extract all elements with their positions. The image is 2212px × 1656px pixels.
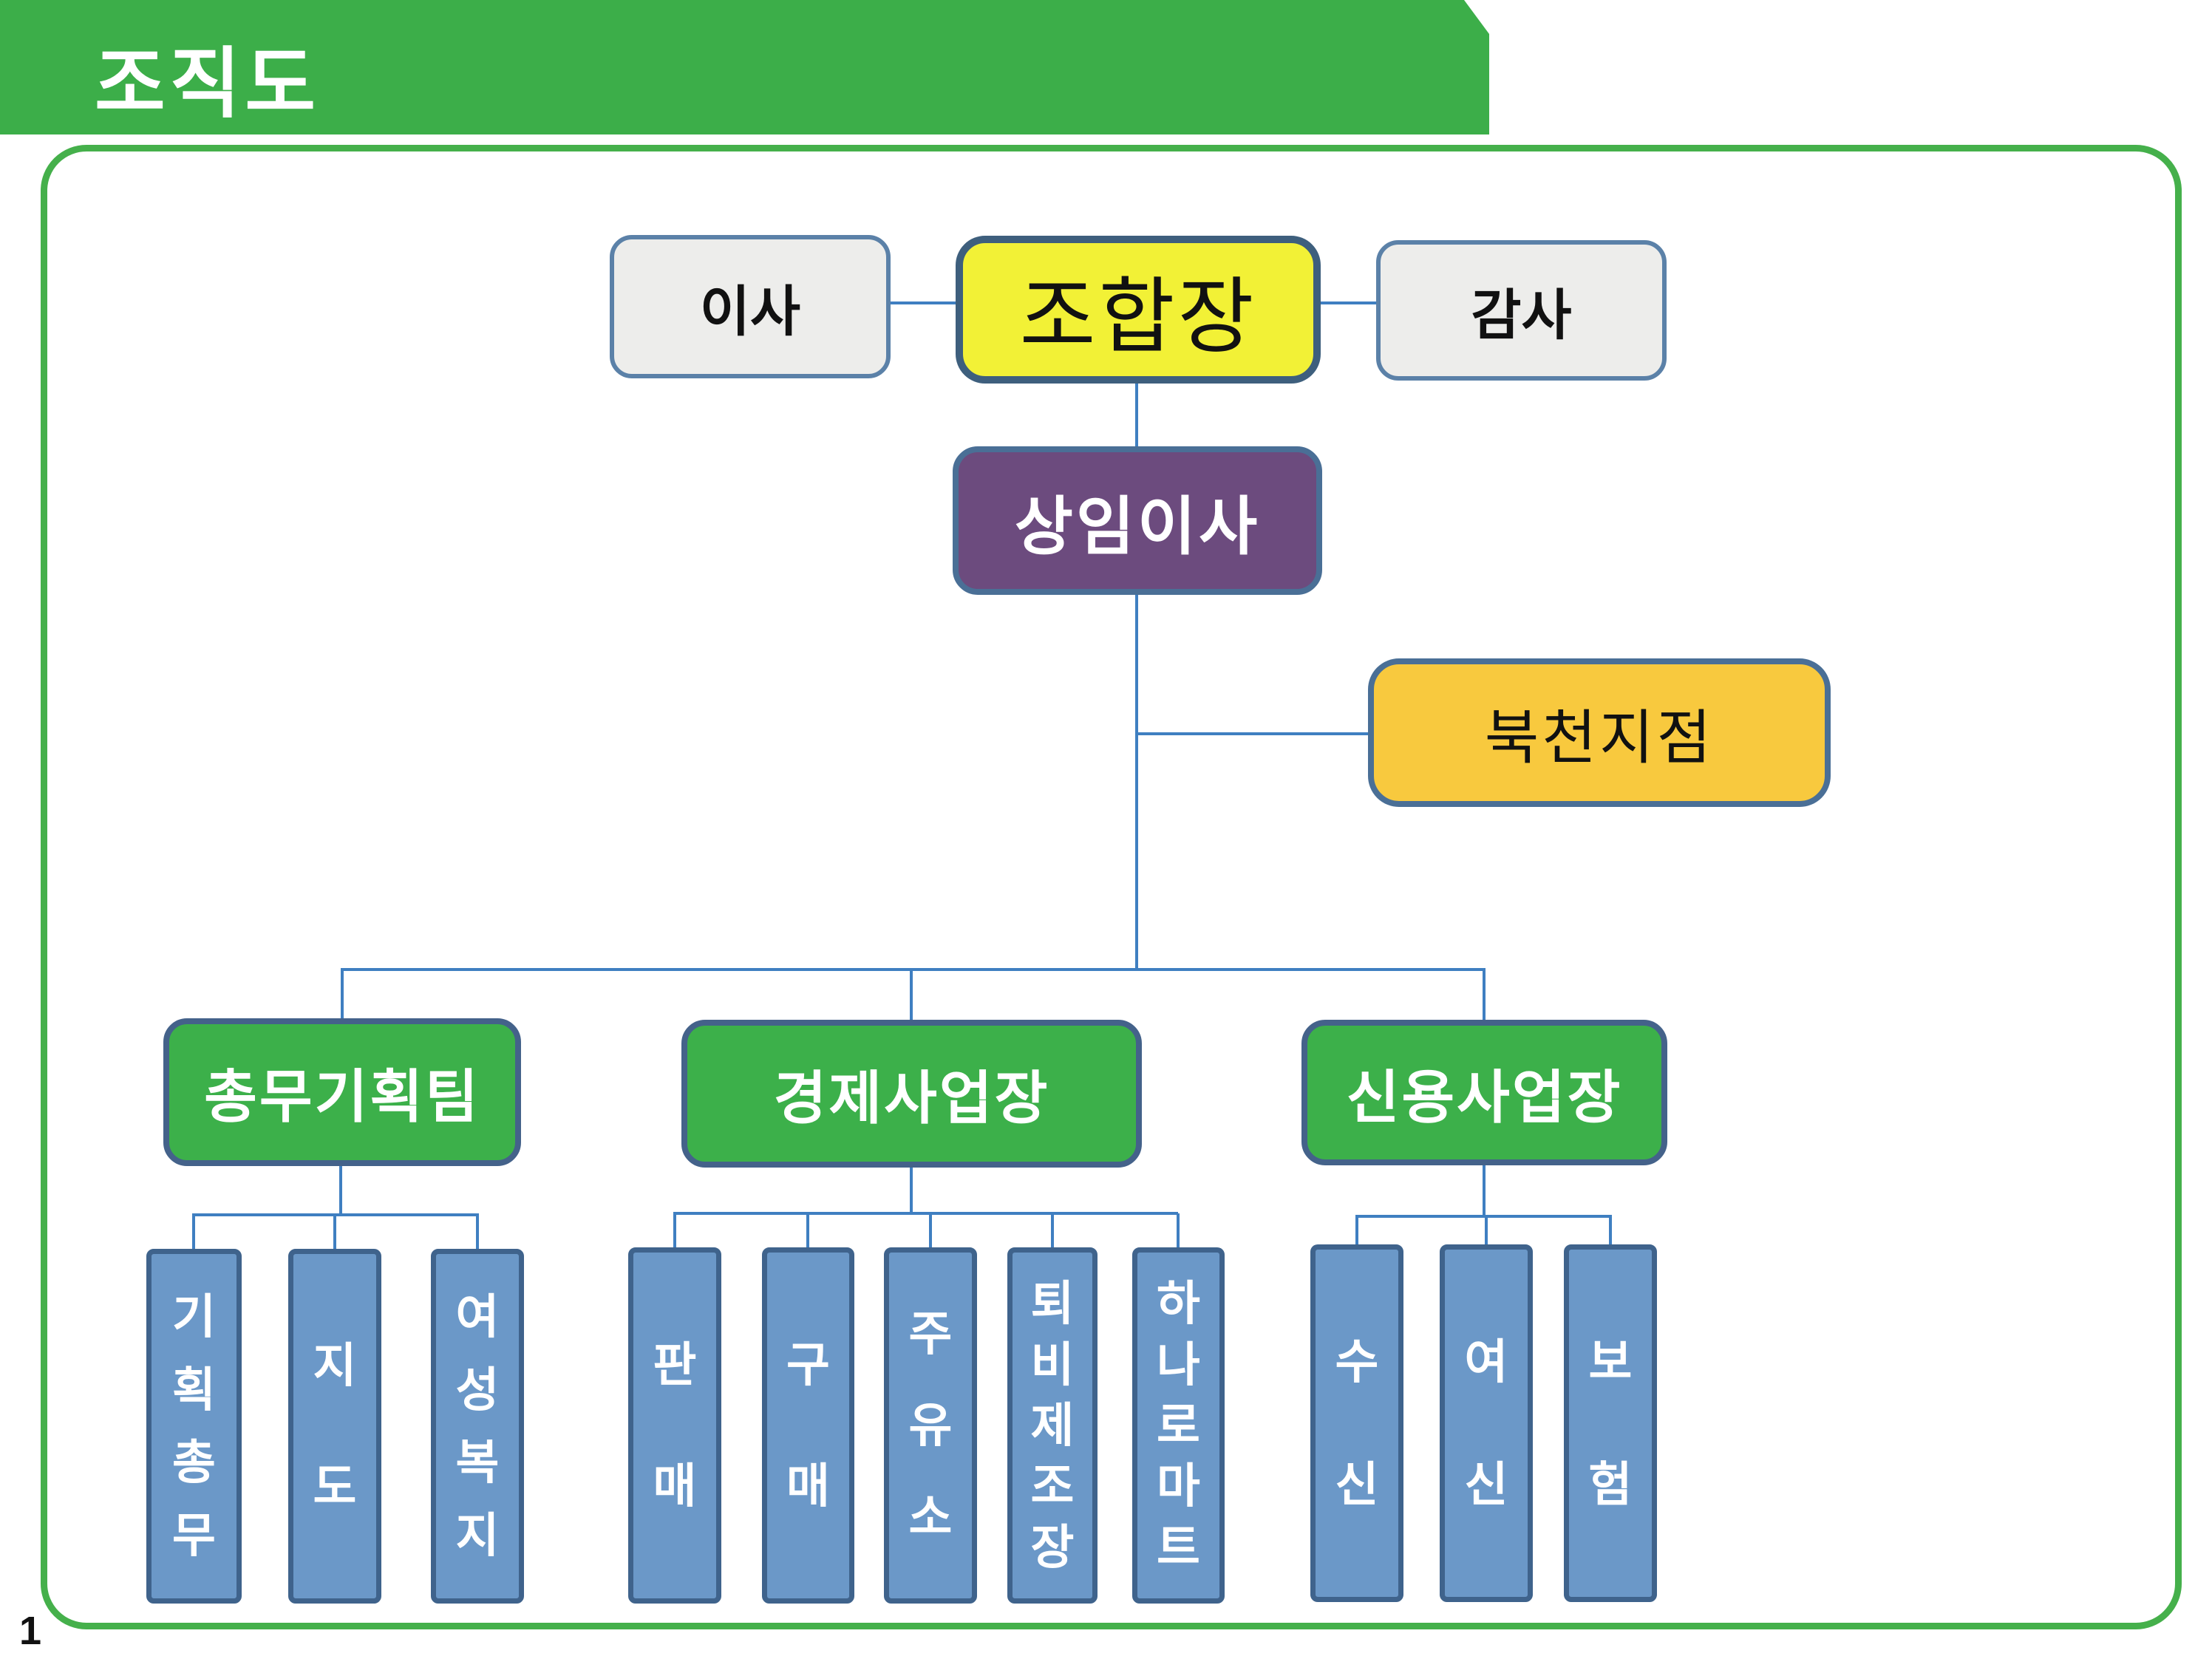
node-division-credit-business: 신용사업장 (1301, 1020, 1667, 1165)
connector-line (1321, 301, 1376, 304)
node-auditor: 감사 (1376, 240, 1667, 381)
page-number: 1 (19, 1609, 42, 1653)
node-director: 이사 (610, 235, 891, 378)
node-executive-director-label: 상임이사 (1014, 491, 1261, 562)
page-title: 조직도 (95, 41, 321, 127)
connector-line (1177, 1213, 1180, 1249)
org-chart-frame (41, 145, 2182, 1629)
connector-line (1483, 970, 1486, 1021)
division-label: 신용사업장 (1346, 1064, 1623, 1130)
connector-line (1483, 1165, 1486, 1216)
connector-line (806, 1213, 809, 1249)
connector-line (341, 970, 344, 1020)
connector-line (910, 970, 913, 1021)
node-executive-director: 상임이사 (953, 446, 1322, 595)
header-banner (0, 0, 1489, 134)
connector-line (673, 1212, 1178, 1215)
node-branch-office-label: 북천지점 (1484, 704, 1715, 771)
connector-line (476, 1215, 479, 1250)
connector-line (910, 1168, 913, 1213)
connector-line (891, 301, 956, 304)
node-director-label: 이사 (699, 280, 801, 342)
connector-line (1355, 1215, 1612, 1218)
connector-line (1135, 384, 1138, 448)
connector-line (333, 1215, 336, 1250)
connector-line (673, 1213, 676, 1249)
connector-line (1137, 732, 1368, 735)
node-chairman-label: 조합장 (1019, 270, 1257, 363)
connector-line (339, 1166, 342, 1215)
connector-line (1355, 1216, 1358, 1246)
division-label: 경제사업장 (773, 1066, 1050, 1131)
node-auditor-label: 감사 (1471, 284, 1572, 346)
connector-line (929, 1213, 932, 1249)
connector-line (192, 1215, 195, 1250)
connector-line (1051, 1213, 1054, 1249)
node-division-general-planning: 총무기획팀 (163, 1018, 521, 1166)
connector-line (1609, 1216, 1612, 1246)
division-label: 총무기획팀 (204, 1064, 480, 1129)
connector-line (1135, 595, 1138, 971)
connector-line (1485, 1216, 1488, 1246)
node-branch-office: 북천지점 (1368, 658, 1831, 807)
node-chairman: 조합장 (956, 236, 1321, 384)
node-division-economic-business: 경제사업장 (681, 1020, 1142, 1168)
connector-line (341, 968, 1486, 971)
